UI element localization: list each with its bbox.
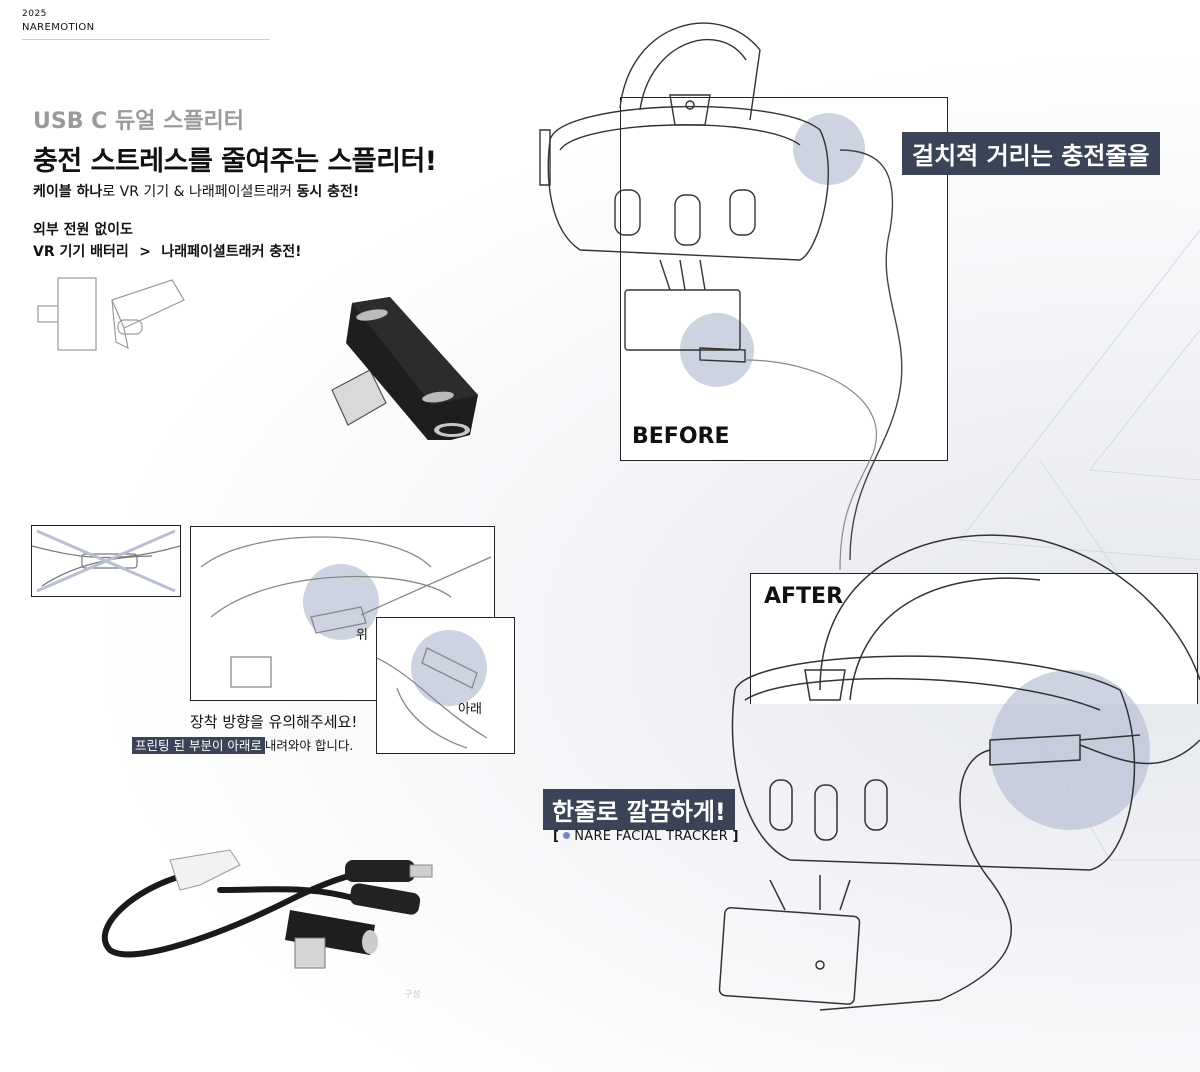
tracker-name: NARE FACIAL TRACKER (574, 829, 729, 844)
up-orientation-illustration (200, 536, 492, 688)
product-subtitle: USB C 듀얼 스플리터 (33, 109, 245, 134)
up-label: 위 (356, 628, 368, 643)
note-battery: VR 기기 배터리 (33, 244, 129, 260)
description-line: 케이블 하나로 VR 기기 & 나래페이셜트래커 동시 충전! (33, 181, 359, 201)
down-label: 아래 (458, 702, 482, 717)
after-label: AFTER (764, 584, 844, 609)
splitter-product-image (331, 297, 478, 440)
note-tracker: 나래페이셜트래커 충전! (161, 244, 302, 260)
note-line-1: 외부 전원 없이도 (33, 222, 133, 238)
desc-bold-2: 동시 충전! (296, 184, 360, 200)
tracker-bracket-close: ] (732, 829, 739, 844)
product-title: 충전 스트레스를 줄여주는 스플리터! (33, 146, 437, 177)
wrong-orientation-illustration (32, 529, 180, 593)
desc-text: 로 VR 기기 & 나래페이셜트래커 (102, 184, 297, 200)
tracker-label: [ NARE FACIAL TRACKER ] (553, 829, 739, 844)
before-label: BEFORE (632, 424, 730, 449)
caution-text: 장착 방향을 유의해주세요! (190, 713, 358, 731)
print-highlight: 프린팅 된 부분이 아래로 (132, 737, 265, 754)
headset-illustrations (539, 22, 1200, 1011)
tracker-bracket-open: [ (553, 829, 560, 844)
before-frame (620, 97, 948, 461)
brand-name: NAREMOTION (22, 22, 95, 33)
splitter-line-drawing (37, 277, 185, 351)
down-orientation-illustration (377, 630, 488, 749)
note-line-2: VR 기기 배터리 > 나래페이셜트래커 충전! (33, 241, 301, 261)
note-arrow: > (139, 244, 151, 260)
after-frame (750, 573, 1198, 704)
clean-cable-badge: 한줄로 깔끔하게! (543, 789, 735, 830)
tracker-dot-icon (563, 832, 571, 839)
desc-bold-1: 케이블 하나 (33, 184, 103, 200)
year-label: 2025 (22, 9, 47, 19)
clutter-cable-badge: 걸치적 거리는 충전줄을 (902, 132, 1160, 175)
cable-set-image (101, 849, 433, 969)
watermark-text: 구성 (404, 990, 421, 1000)
print-rest: 내려와야 합니다. (264, 738, 354, 753)
header-divider (22, 39, 270, 40)
